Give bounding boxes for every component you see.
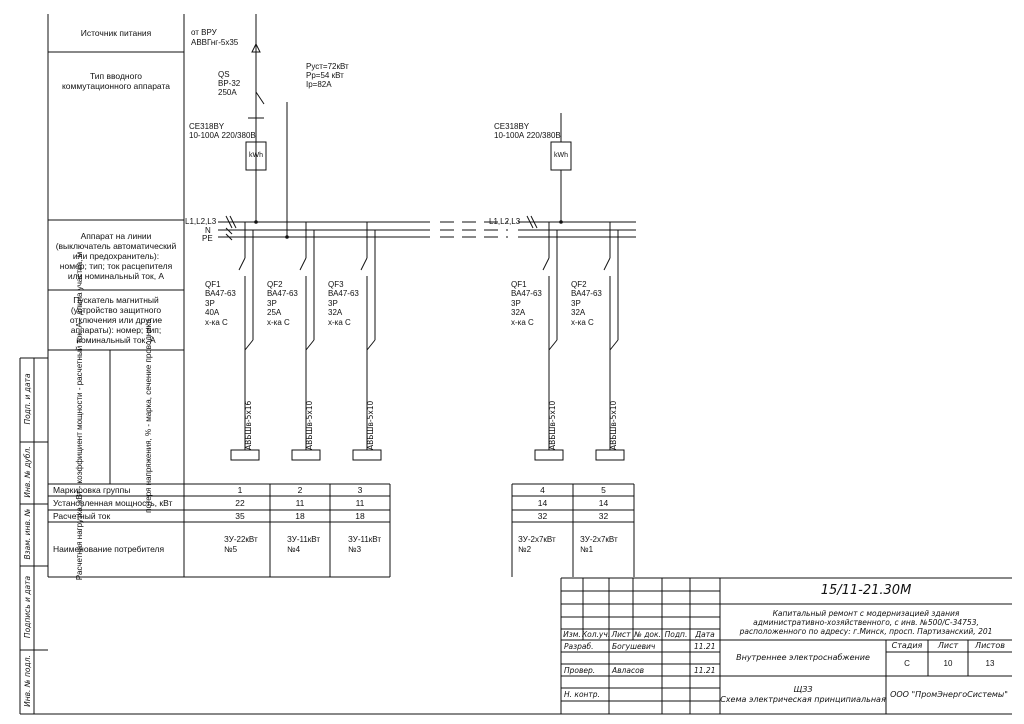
source-line1: от ВРУ	[191, 28, 217, 37]
label-starter: Пускатель магнитный (устройство защитног…	[69, 295, 163, 345]
g2-current: 18	[295, 511, 305, 521]
meter-right-model: СЕ318BY	[494, 122, 530, 131]
col-doc: № док.	[634, 630, 661, 639]
label-input-type: Тип вводного коммутационного аппарата	[61, 71, 170, 91]
g4-current: 32	[537, 511, 548, 521]
consumer-box-4	[534, 449, 564, 461]
bus-pe: PE	[202, 234, 213, 243]
meter-right-kwh: kWh	[554, 152, 568, 159]
col-kol: Кол.уч.	[581, 630, 611, 639]
g1-power: 22	[235, 498, 245, 508]
project-description: Капитальный ремонт с модернизацией здани…	[739, 608, 993, 636]
drawing-name: ЩЗЗ Схема электрическая принципиальная	[720, 685, 886, 704]
date-checker: 11.21	[694, 666, 716, 675]
g5-group: 5	[601, 485, 606, 495]
branch-switch-1	[238, 257, 246, 271]
branch-join-3	[366, 339, 376, 351]
g1-group: 1	[237, 485, 243, 495]
g2-group: 2	[297, 485, 303, 495]
meter-left-spec: 10-100А 220/380В	[189, 131, 256, 140]
label-line-device: Аппарат на линии (выключатель автоматиче…	[55, 231, 177, 281]
g3-power: 11	[355, 498, 365, 508]
g3-consumer: ЗУ-11кВт №3	[348, 535, 382, 554]
g5-power: 14	[598, 498, 609, 508]
role-developer: Разраб.	[564, 642, 594, 651]
g3-group: 3	[357, 485, 363, 495]
sheet-label: Лист	[937, 641, 959, 650]
role-checker: Провер.	[564, 666, 596, 675]
g2-consumer: ЗУ-11кВт №4	[287, 535, 321, 554]
hdr-current: Расчетный ток	[53, 511, 111, 521]
date-developer: 11.21	[694, 642, 716, 651]
branch-join-4	[548, 339, 558, 351]
power-pr: Рр=54 кВт	[306, 71, 344, 80]
qs-current: 250А	[218, 88, 237, 97]
name-developer: Богушевич	[612, 642, 656, 651]
meter-left-model: СЕ318BY	[189, 122, 225, 131]
power-ip: Iр=82А	[306, 80, 332, 89]
bus-phases-left: L1,L2,L3	[185, 217, 217, 226]
g2-power: 11	[295, 498, 305, 508]
col-date: Дата	[695, 630, 715, 639]
g5-current: 32	[598, 511, 609, 521]
branch-switch-2	[299, 257, 307, 271]
sheets-value: 13	[985, 659, 995, 668]
stage-label: Стадия	[891, 641, 923, 650]
company-name: ООО "ПромЭнергоСистемы"	[890, 690, 1008, 699]
qs-type: ВР-32	[218, 79, 241, 88]
g5-consumer: ЗУ-2х7кВт №1	[580, 535, 618, 554]
hdr-group: Маркировка группы	[53, 485, 131, 495]
branch-join-1	[244, 339, 254, 351]
sheet-value: 10	[943, 659, 953, 668]
g4-power: 14	[537, 498, 548, 508]
g4-consumer: ЗУ-2х7кВт №2	[518, 535, 556, 554]
g3-current: 18	[355, 511, 365, 521]
stage-value: С	[904, 659, 910, 668]
section-title: Внутреннее электроснабжение	[736, 653, 870, 662]
consumer-box-5	[595, 449, 625, 461]
col-izm: Изм.	[563, 630, 581, 639]
hdr-power: Установленная мощность, кВт	[53, 498, 173, 508]
g4-group: 4	[540, 485, 545, 495]
branch-join-2	[305, 339, 315, 351]
consumer-box-2	[291, 449, 321, 461]
sheets-label: Листов	[975, 641, 1005, 650]
g1-consumer: ЗУ-22кВт №5	[224, 535, 258, 554]
branch-join-5	[609, 339, 619, 351]
role-normcontrol: Н. контр.	[564, 690, 600, 699]
label-source: Источник питания	[80, 28, 152, 38]
bus-n: N	[205, 226, 211, 235]
name-checker: Авласов	[612, 666, 645, 675]
meter-right-spec: 10-100А 220/380В	[494, 131, 561, 140]
g1-current: 35	[235, 511, 245, 521]
drawing-code: 15/11-21.30М	[820, 583, 912, 598]
meter-left-kwh: kWh	[249, 152, 263, 159]
consumer-box-3	[352, 449, 382, 461]
branch-switch-5	[603, 257, 611, 271]
bus-phases-right: L1,L2,L3	[489, 217, 521, 226]
hdr-consumer: Наименование потребителя	[53, 544, 165, 554]
consumer-box-1	[230, 449, 260, 461]
col-list: Лист	[611, 630, 631, 639]
power-pust: Руст=72кВт	[306, 62, 349, 71]
source-line2: АВВГнг-5х35	[191, 38, 239, 47]
branch-switch-3	[360, 257, 368, 271]
branch-switch-4	[542, 257, 550, 271]
col-sign: Подп.	[664, 630, 688, 639]
qs-name: QS	[218, 70, 230, 79]
